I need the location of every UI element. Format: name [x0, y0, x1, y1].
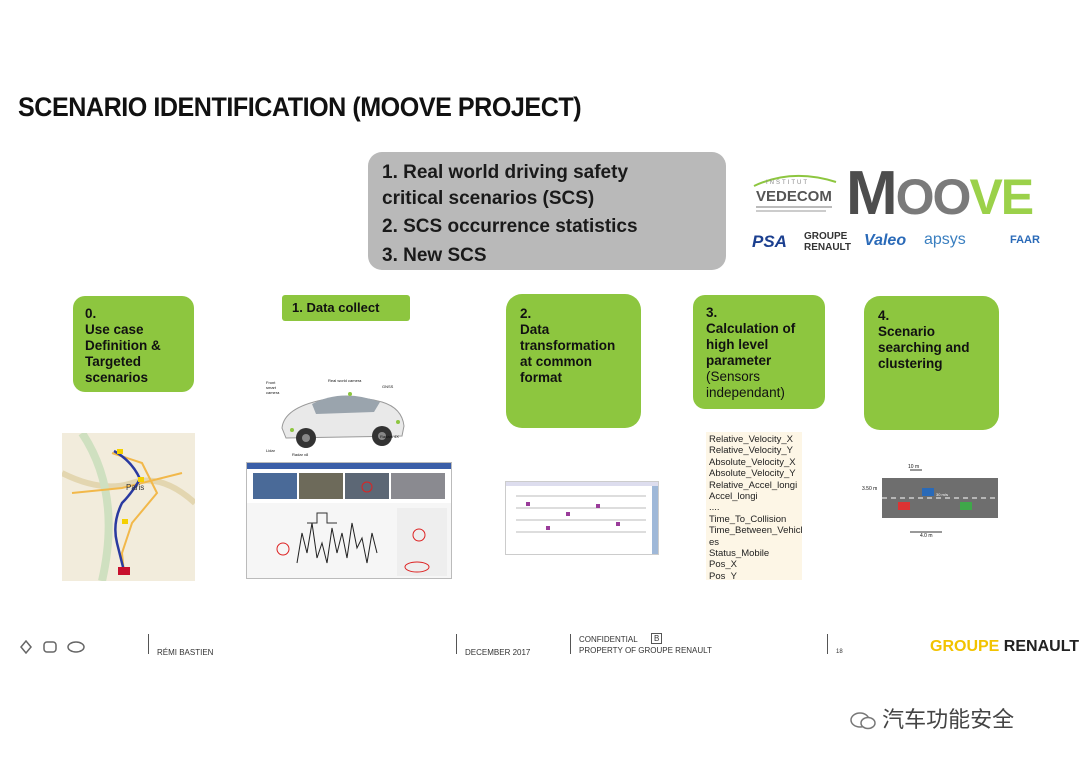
partner-logos: PSA GROUPE RENAULT Valeo apsys FAAR [752, 230, 1052, 260]
objectives-box: 1. Real world driving safety critical sc… [368, 152, 726, 270]
step-1-card: 1. Data collect [282, 295, 410, 321]
psa-logo: PSA [752, 232, 787, 251]
footer-author: RÉMI BASTIEN [157, 648, 214, 657]
parameter-item: Pos_Y [709, 570, 737, 580]
wechat-watermark: 汽车功能安全 [850, 702, 1014, 734]
parameter-item: es [709, 536, 720, 548]
parameter-item: Relative_Accel_longi [709, 479, 798, 491]
step-0-card: 0. Use case Definition & Targeted scenar… [73, 296, 194, 392]
objective-line: critical scenarios (SCS) [382, 188, 595, 209]
objective-line: 2. SCS occurrence statistics [382, 216, 638, 237]
parameter-item: Status_Mobile [709, 548, 770, 560]
dacia-icon [43, 641, 57, 653]
renault-partner-logo: GROUPE RENAULT [804, 231, 852, 253]
wechat-icon [850, 711, 876, 731]
parameter-list: Relative_Velocity_X Relative_Velocity_Y … [706, 432, 802, 580]
step-2-card: 2. Data transformation at common format [506, 294, 641, 428]
data-collect-screenshot [246, 462, 452, 579]
parameter-item: Accel_longi [709, 491, 758, 503]
apsys-logo: apsys [924, 231, 966, 248]
lada-icon [67, 641, 85, 653]
footer-property: PROPERTY OF GROUPE RENAULT [579, 646, 712, 655]
vedecom-logo: INSTITUT VEDECOM [752, 168, 838, 218]
objective-line: 1. Real world driving safety [382, 162, 629, 183]
test-vehicle-image: Front smart camera Real world camera GNS… [262, 372, 412, 457]
footer-confidential: CONFIDENTIAL [579, 635, 638, 644]
parameter-item: .... [709, 502, 720, 514]
parameter-item: Pos_X [709, 559, 737, 571]
footer-conf-code: B [651, 633, 663, 644]
step-3-card: 3. Calculation of high level parameter (… [693, 295, 825, 409]
renault-diamond-icon [20, 639, 32, 655]
objective-line: 3. New SCS [382, 245, 487, 266]
parameter-item: Time_Between_Vehicl [709, 525, 802, 537]
step-4-card: 4. Scenario searching and clustering [864, 296, 999, 430]
page-number: 18 [836, 649, 843, 655]
groupe-renault-logo: GROUPE RENAULT [930, 638, 1080, 655]
moove-logo: MOOVE [846, 159, 1034, 228]
faar-logo: FAAR [1010, 234, 1040, 246]
footer-date: DECEMBER 2017 [465, 648, 531, 657]
valeo-logo: Valeo [864, 232, 907, 249]
footer-brand-icons [20, 639, 100, 655]
parameter-item: Absolute_Velocity_X [709, 456, 796, 468]
parameter-item: Absolute_Velocity_Y [709, 468, 796, 480]
parameter-item: Relative_Velocity_X [709, 434, 793, 445]
data-format-screenshot [505, 481, 659, 555]
route-map-image: Paris [62, 433, 195, 581]
parameter-item: Relative_Velocity_Y [709, 445, 793, 457]
scenario-diagram: 3.50 m 10 m 30 m/s 4.0 m [862, 462, 1002, 542]
slide-title: SCENARIO IDENTIFICATION (MOOVE PROJECT) [18, 92, 582, 122]
parameter-item: Time_To_Collision [709, 513, 787, 525]
